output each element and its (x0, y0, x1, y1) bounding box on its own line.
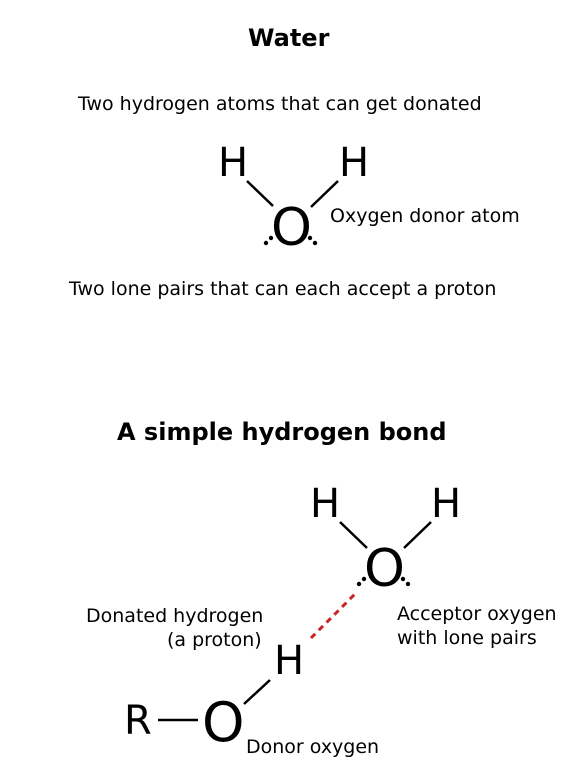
water-bond-left (246, 180, 274, 207)
acceptor-bond-right (403, 521, 432, 549)
water-oxygen-label: Oxygen donor atom (330, 205, 520, 227)
acceptor-oxygen: O (364, 539, 405, 599)
donated-label-line2: (a proton) (167, 629, 262, 651)
donated-label-line1: Donated hydrogen (86, 605, 264, 627)
hbond-title: A simple hydrogen bond (117, 418, 447, 446)
donor-oh-bond (243, 679, 271, 705)
donor-label: Donor oxygen (246, 736, 380, 758)
water-lone-pair-left (263, 235, 274, 246)
water-bond-right (310, 180, 339, 208)
donated-hydrogen: H (274, 638, 305, 684)
water-lone-pair-right (307, 235, 318, 246)
acceptor-label-line1: Acceptor oxygen (397, 603, 557, 625)
water-hydrogen-left: H (218, 140, 249, 186)
hydrogen-bond-line (309, 591, 358, 640)
water-title: Water (248, 24, 330, 52)
acceptor-bond-left (339, 521, 368, 549)
acceptor-lone-pair-right (400, 576, 411, 587)
water-oxygen: O (271, 198, 312, 258)
water-caption-bottom: Two lone pairs that can each accept a pr… (69, 278, 497, 300)
water-hydrogen-right: H (339, 140, 370, 186)
water-caption-top: Two hydrogen atoms that can get donated (78, 93, 482, 115)
acceptor-label-line2: with lone pairs (397, 627, 537, 649)
donor-oxygen: O (202, 691, 245, 754)
acceptor-hydrogen-right: H (431, 481, 462, 527)
acceptor-lone-pair-left (356, 576, 367, 587)
acceptor-hydrogen-left: H (310, 481, 341, 527)
r-group: R (124, 698, 152, 744)
